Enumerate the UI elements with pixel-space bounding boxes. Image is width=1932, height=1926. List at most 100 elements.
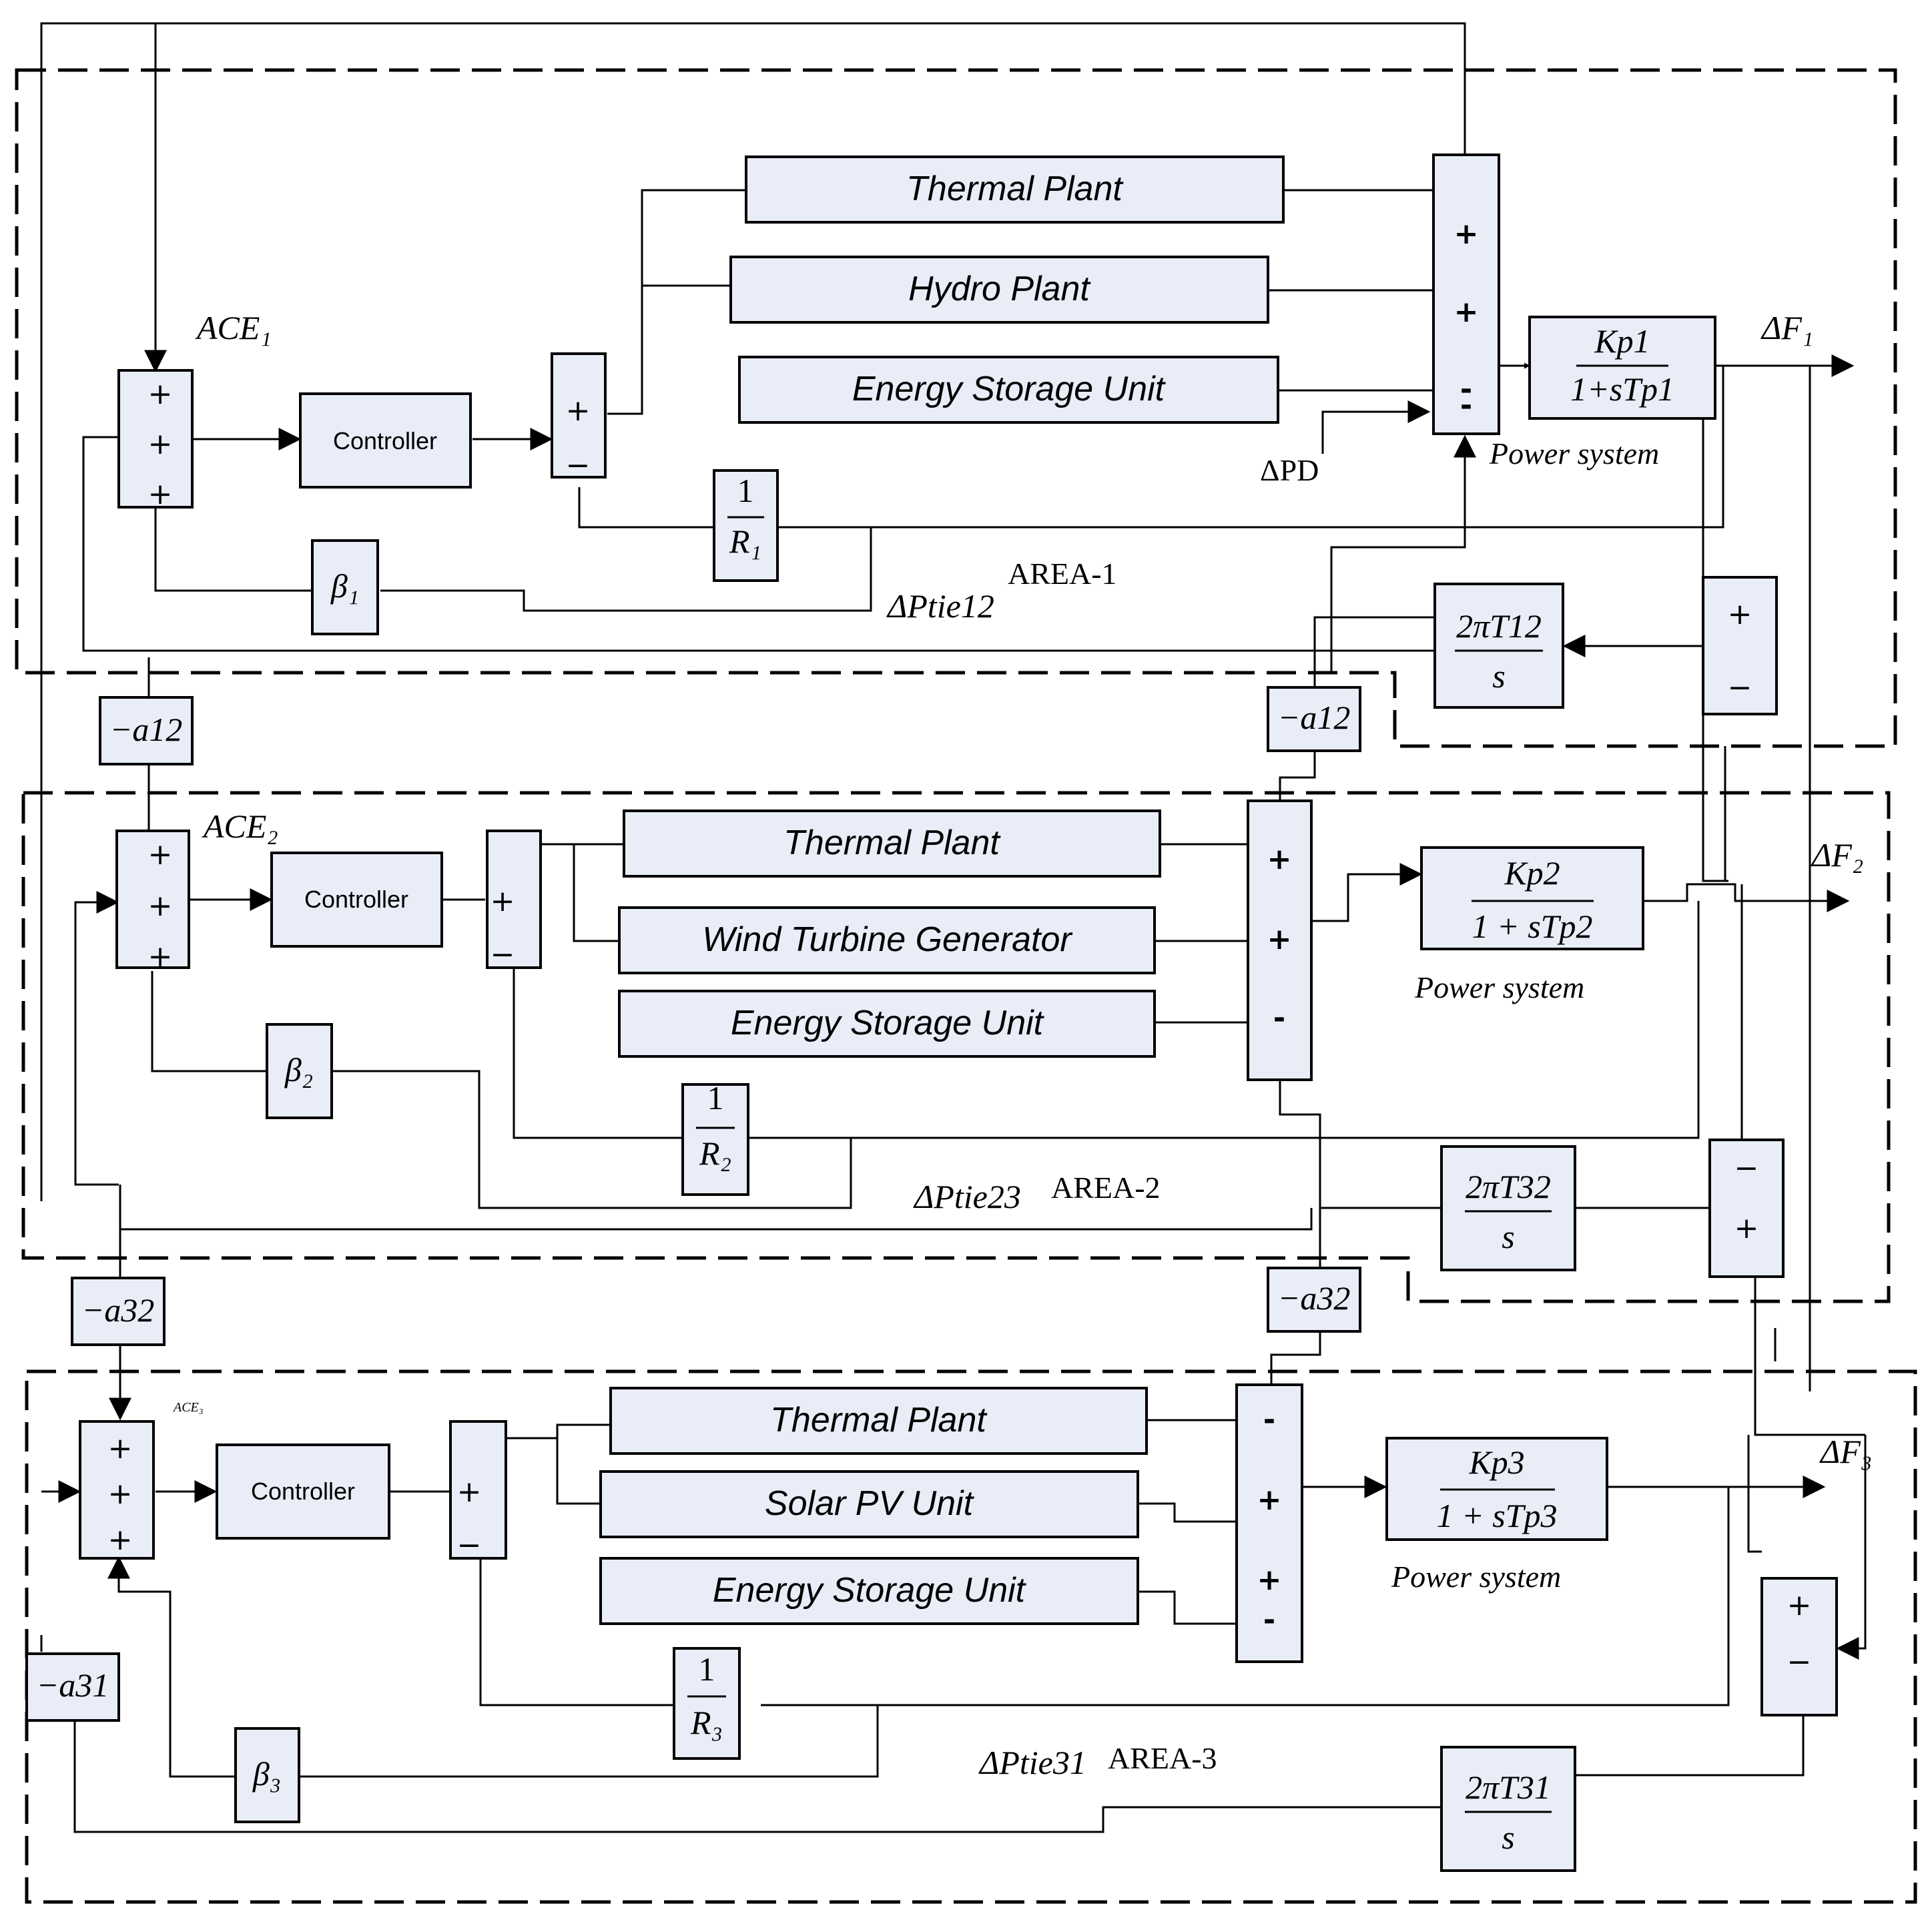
coupling-a31 (25, 1652, 120, 1722)
area2-wind-label: Wind Turbine Generator (702, 920, 1073, 959)
sign: + (1257, 1483, 1282, 1517)
area2-bias-label: β₂ (284, 1051, 313, 1088)
area1-freq-dev: ΔF₁ (1760, 309, 1813, 346)
area3-storage-unit (599, 1557, 1139, 1625)
area1-droop-num: 1 (737, 472, 754, 509)
area1-power-system (1528, 316, 1716, 420)
area1-tie-den: s (1492, 657, 1505, 695)
area3-tie-num: 2πT31 (1466, 1769, 1551, 1806)
sign: + (1454, 217, 1479, 251)
area2-tie-flow: ΔPtie23 (913, 1178, 1021, 1215)
area3-controller (216, 1443, 390, 1540)
area1-ps-num: Kp1 (1594, 322, 1650, 360)
area3-tie-den: s (1502, 1819, 1514, 1856)
coupling-a32-left (71, 1277, 166, 1346)
area1-label: AREA-1 (1008, 557, 1117, 591)
sign: + (108, 1477, 133, 1511)
sign: + (148, 838, 173, 872)
area2-ps-den: 1 + sTp2 (1472, 908, 1592, 945)
sign: − (457, 1528, 482, 1562)
area3-tie-summer (1760, 1577, 1838, 1716)
area2-droop-den: R₂ (699, 1135, 731, 1172)
signal-wires (40, 22, 1867, 1833)
area3-blocks: + + + ACE₃ Controller + − Thermal Plant … (25, 1383, 1872, 1872)
area1-thermal-label: Thermal Plant (906, 170, 1124, 208)
coupling-a32-right-label: −a32 (1278, 1279, 1351, 1317)
area3-ps-label: Power system (1391, 1560, 1561, 1594)
area2-ace-label: ACE₂ (202, 808, 278, 845)
area2-droop-num: 1 (707, 1079, 724, 1116)
area1-thermal-plant (745, 155, 1285, 224)
area3-solar-pv (599, 1470, 1139, 1538)
area3-storage-label: Energy Storage Unit (713, 1571, 1027, 1610)
area2-ps-num: Kp2 (1504, 854, 1560, 892)
sign: + (148, 940, 173, 974)
sign: + (1257, 1563, 1282, 1597)
area2-summer (115, 830, 190, 969)
area2-controller (270, 852, 443, 948)
area2-boundary (21, 791, 1891, 1303)
coupling-a31-label: −a31 (37, 1666, 109, 1704)
area1-tie-block (1433, 583, 1564, 709)
area2-storage-label: Energy Storage Unit (731, 1004, 1045, 1042)
area2-wind-turbine (618, 906, 1156, 974)
area2-storage-unit (618, 990, 1156, 1058)
area3-tie-flow: ΔPtie31 (978, 1744, 1086, 1781)
area1-blocks: + + + ACE₁ Controller + − Thermal Plant … (99, 153, 1813, 765)
area1-ps-den: 1+sTp1 (1570, 370, 1674, 408)
area3-power-summer (1235, 1383, 1303, 1663)
area1-bias-label: β₁ (330, 567, 359, 605)
area2-power-summer (1247, 799, 1313, 1081)
area2-droop (681, 1083, 749, 1196)
area3-droop (673, 1647, 741, 1760)
sign: + (1787, 1588, 1812, 1622)
area2-power-system (1420, 846, 1644, 950)
area3-tie-block (1440, 1746, 1576, 1872)
area1-storage-label: Energy Storage Unit (852, 370, 1167, 408)
area2-tie-num: 2πT32 (1466, 1168, 1551, 1205)
sign: - (1460, 388, 1472, 422)
sign: − (566, 448, 591, 483)
area1-summer (117, 369, 194, 509)
area2-thermal-plant (623, 810, 1161, 878)
area3-summer (79, 1420, 155, 1560)
load-disturbance-label: ΔPD (1260, 453, 1319, 487)
sign: + (148, 377, 173, 411)
area2-bias (266, 1023, 333, 1119)
area3-thermal-label: Thermal Plant (770, 1401, 988, 1439)
area2-tie-summer (1708, 1139, 1785, 1278)
area1-storage-unit (738, 356, 1279, 424)
area3-ps-num: Kp3 (1468, 1443, 1524, 1481)
area1-controller-label: Controller (333, 427, 437, 454)
area2-ps-label: Power system (1414, 970, 1584, 1004)
area3-ace-label: ACE₃ (172, 1400, 204, 1415)
sign: − (1734, 1151, 1759, 1185)
area1-boundary (15, 68, 1897, 748)
area2-freq-dev: ΔF₂ (1811, 836, 1863, 874)
area3-gov-summer (449, 1420, 507, 1560)
area2-label: AREA-2 (1051, 1171, 1161, 1205)
area2-thermal-label: Thermal Plant (783, 824, 1001, 862)
sign: + (566, 394, 591, 428)
area3-droop-num: 1 (699, 1650, 715, 1688)
area1-ps-label: Power system (1489, 436, 1659, 470)
sign: + (491, 884, 515, 918)
area1-ace-label: ACE₁ (195, 309, 272, 346)
coupling-a12-left-label: −a12 (110, 711, 183, 748)
sign: + (148, 427, 173, 461)
sign: − (1787, 1645, 1812, 1679)
sign: - (1273, 1001, 1285, 1035)
sign: - (1263, 1603, 1275, 1637)
area3-bias-label: β₃ (252, 1755, 281, 1793)
area2-gov-summer (486, 830, 542, 969)
area3-boundary (25, 1369, 1917, 1904)
sign: + (1734, 1211, 1759, 1245)
sign: + (1267, 922, 1292, 956)
coupling-a32-right (1267, 1267, 1361, 1333)
sign: - (1460, 372, 1472, 406)
area3-bias (234, 1727, 300, 1823)
area1-controller (299, 392, 472, 489)
sign: + (148, 477, 173, 511)
area3-thermal-plant (609, 1387, 1148, 1455)
sign: - (1263, 1403, 1275, 1437)
